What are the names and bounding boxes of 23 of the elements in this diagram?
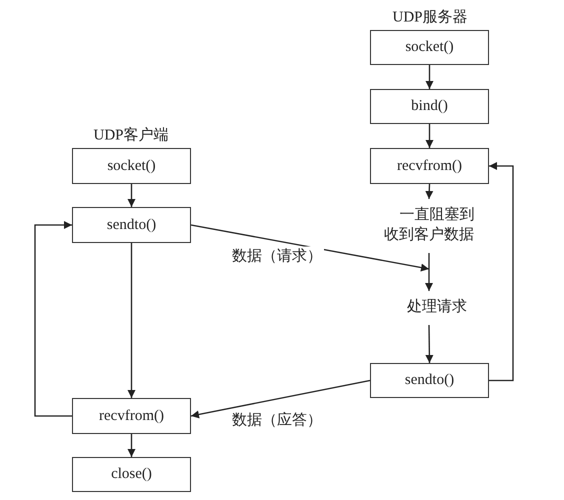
- process-box: sendto(): [370, 363, 489, 398]
- arrow: [425, 325, 434, 363]
- arrow: [190, 380, 370, 418]
- arrow: [426, 65, 434, 89]
- arrow: [426, 124, 434, 148]
- process-box: recvfrom(): [370, 148, 489, 184]
- arrow: [128, 243, 136, 398]
- arrow: [425, 253, 433, 291]
- arrow: [489, 162, 514, 382]
- group-heading: UDP客户端: [92, 126, 170, 144]
- process-box: sendto(): [72, 207, 191, 243]
- edge-label: 数据（请求）: [230, 246, 324, 266]
- process-box: socket(): [72, 148, 191, 184]
- arrow: [190, 224, 430, 272]
- process-box: socket(): [370, 30, 489, 65]
- arrow: [128, 434, 136, 457]
- group-heading: UDP服务器: [390, 8, 470, 26]
- arrow: [425, 184, 434, 200]
- arrow: [128, 184, 136, 207]
- process-box: close(): [72, 457, 191, 492]
- arrow: [34, 221, 72, 417]
- process-box: recvfrom(): [72, 398, 191, 434]
- process-box: bind(): [370, 89, 489, 124]
